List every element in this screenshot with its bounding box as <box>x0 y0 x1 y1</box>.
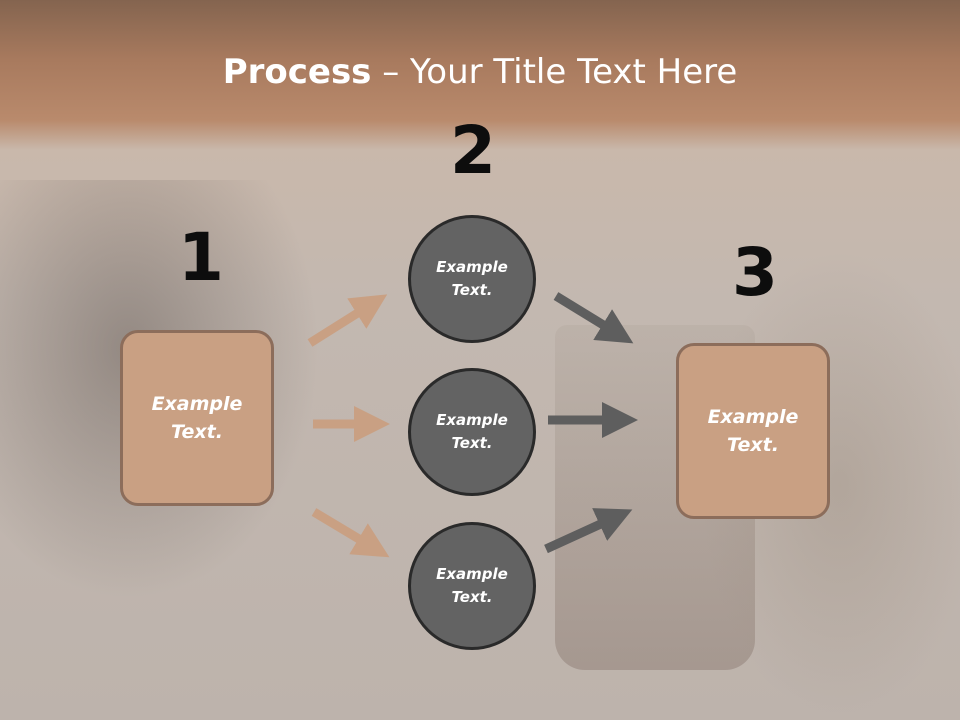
step-circle-bottom-label: Example Text. <box>436 564 508 606</box>
arrow-top-to-3 <box>553 292 634 344</box>
step-circle-middle: Example Text. <box>408 368 536 496</box>
step-circle-middle-label: Example Text. <box>436 410 508 452</box>
arrow-bottom-to-3 <box>544 508 633 554</box>
step-circle-bottom: Example Text. <box>408 522 536 650</box>
step-number-3: 3 <box>732 234 778 311</box>
step-circle-top: Example Text. <box>408 215 536 343</box>
step-box-1: Example Text. <box>120 330 274 506</box>
arrow-1-to-bottom <box>311 508 390 558</box>
step-box-3: Example Text. <box>676 343 830 519</box>
step-number-2: 2 <box>450 112 496 189</box>
step-box-1-label: Example Text. <box>151 392 243 444</box>
slide-title: Process – Your Title Text Here <box>0 52 960 92</box>
step-number-1: 1 <box>178 219 224 296</box>
step-box-3-label: Example Text. <box>707 405 799 457</box>
title-rest: – Your Title Text Here <box>371 52 738 92</box>
title-bold: Process <box>222 52 372 92</box>
arrow-1-to-top <box>307 294 388 347</box>
step-circle-top-label: Example Text. <box>436 257 508 299</box>
